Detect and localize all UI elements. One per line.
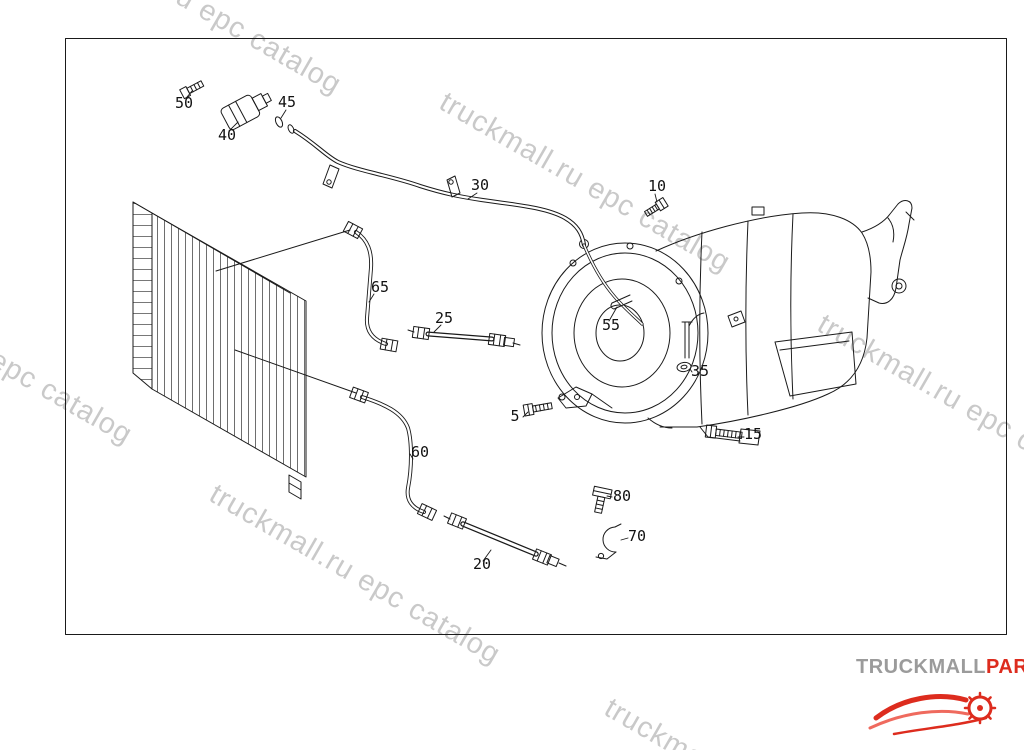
part-label-60: 60 xyxy=(411,443,429,461)
swoosh-line xyxy=(892,716,988,736)
connector-40 xyxy=(220,92,272,131)
diagram-border xyxy=(65,38,1007,635)
gear-icon xyxy=(963,691,997,725)
part-label-10: 10 xyxy=(648,177,666,195)
part-label-20: 20 xyxy=(473,555,491,573)
site-logo: TRUCKMALLPARTS xyxy=(856,656,1024,679)
pipe-30 xyxy=(292,128,644,326)
clamp-70 xyxy=(595,523,622,560)
bolt-5 xyxy=(522,402,553,417)
plug-35 xyxy=(676,361,692,373)
bolt-10 xyxy=(644,197,669,217)
seal-45 xyxy=(274,116,295,134)
logo-text-red: PARTS xyxy=(986,656,1024,678)
part-label-40: 40 xyxy=(218,126,236,144)
bolt-80 xyxy=(592,485,613,514)
part-label-65: 65 xyxy=(371,278,389,296)
swoosh-line xyxy=(873,694,969,721)
hose-25 xyxy=(407,325,521,348)
part-label-5: 5 xyxy=(510,407,519,425)
part-label-15: 15 xyxy=(744,425,762,443)
swoosh-line xyxy=(868,709,970,730)
part-labels: 50 40 45 30 10 65 25 55 35 5 15 60 20 80… xyxy=(175,93,762,573)
radiator-drawing xyxy=(132,201,357,500)
part-label-70: 70 xyxy=(628,527,646,545)
bolt-15 xyxy=(704,424,743,440)
part-label-35: 35 xyxy=(691,362,709,380)
pipe-65 xyxy=(342,220,399,353)
part-label-30: 30 xyxy=(471,176,489,194)
part-label-55: 55 xyxy=(602,316,620,334)
part-label-45: 45 xyxy=(278,93,296,111)
transmission-drawing xyxy=(541,200,915,446)
logo-text-gray: TRUCKMALL xyxy=(856,656,987,678)
logo-swoosh xyxy=(868,691,997,736)
part-label-80: 80 xyxy=(613,487,631,505)
part-label-25: 25 xyxy=(435,309,453,327)
hose-20 xyxy=(443,512,567,568)
leader-lines xyxy=(186,90,745,562)
part-label-50: 50 xyxy=(175,94,193,112)
